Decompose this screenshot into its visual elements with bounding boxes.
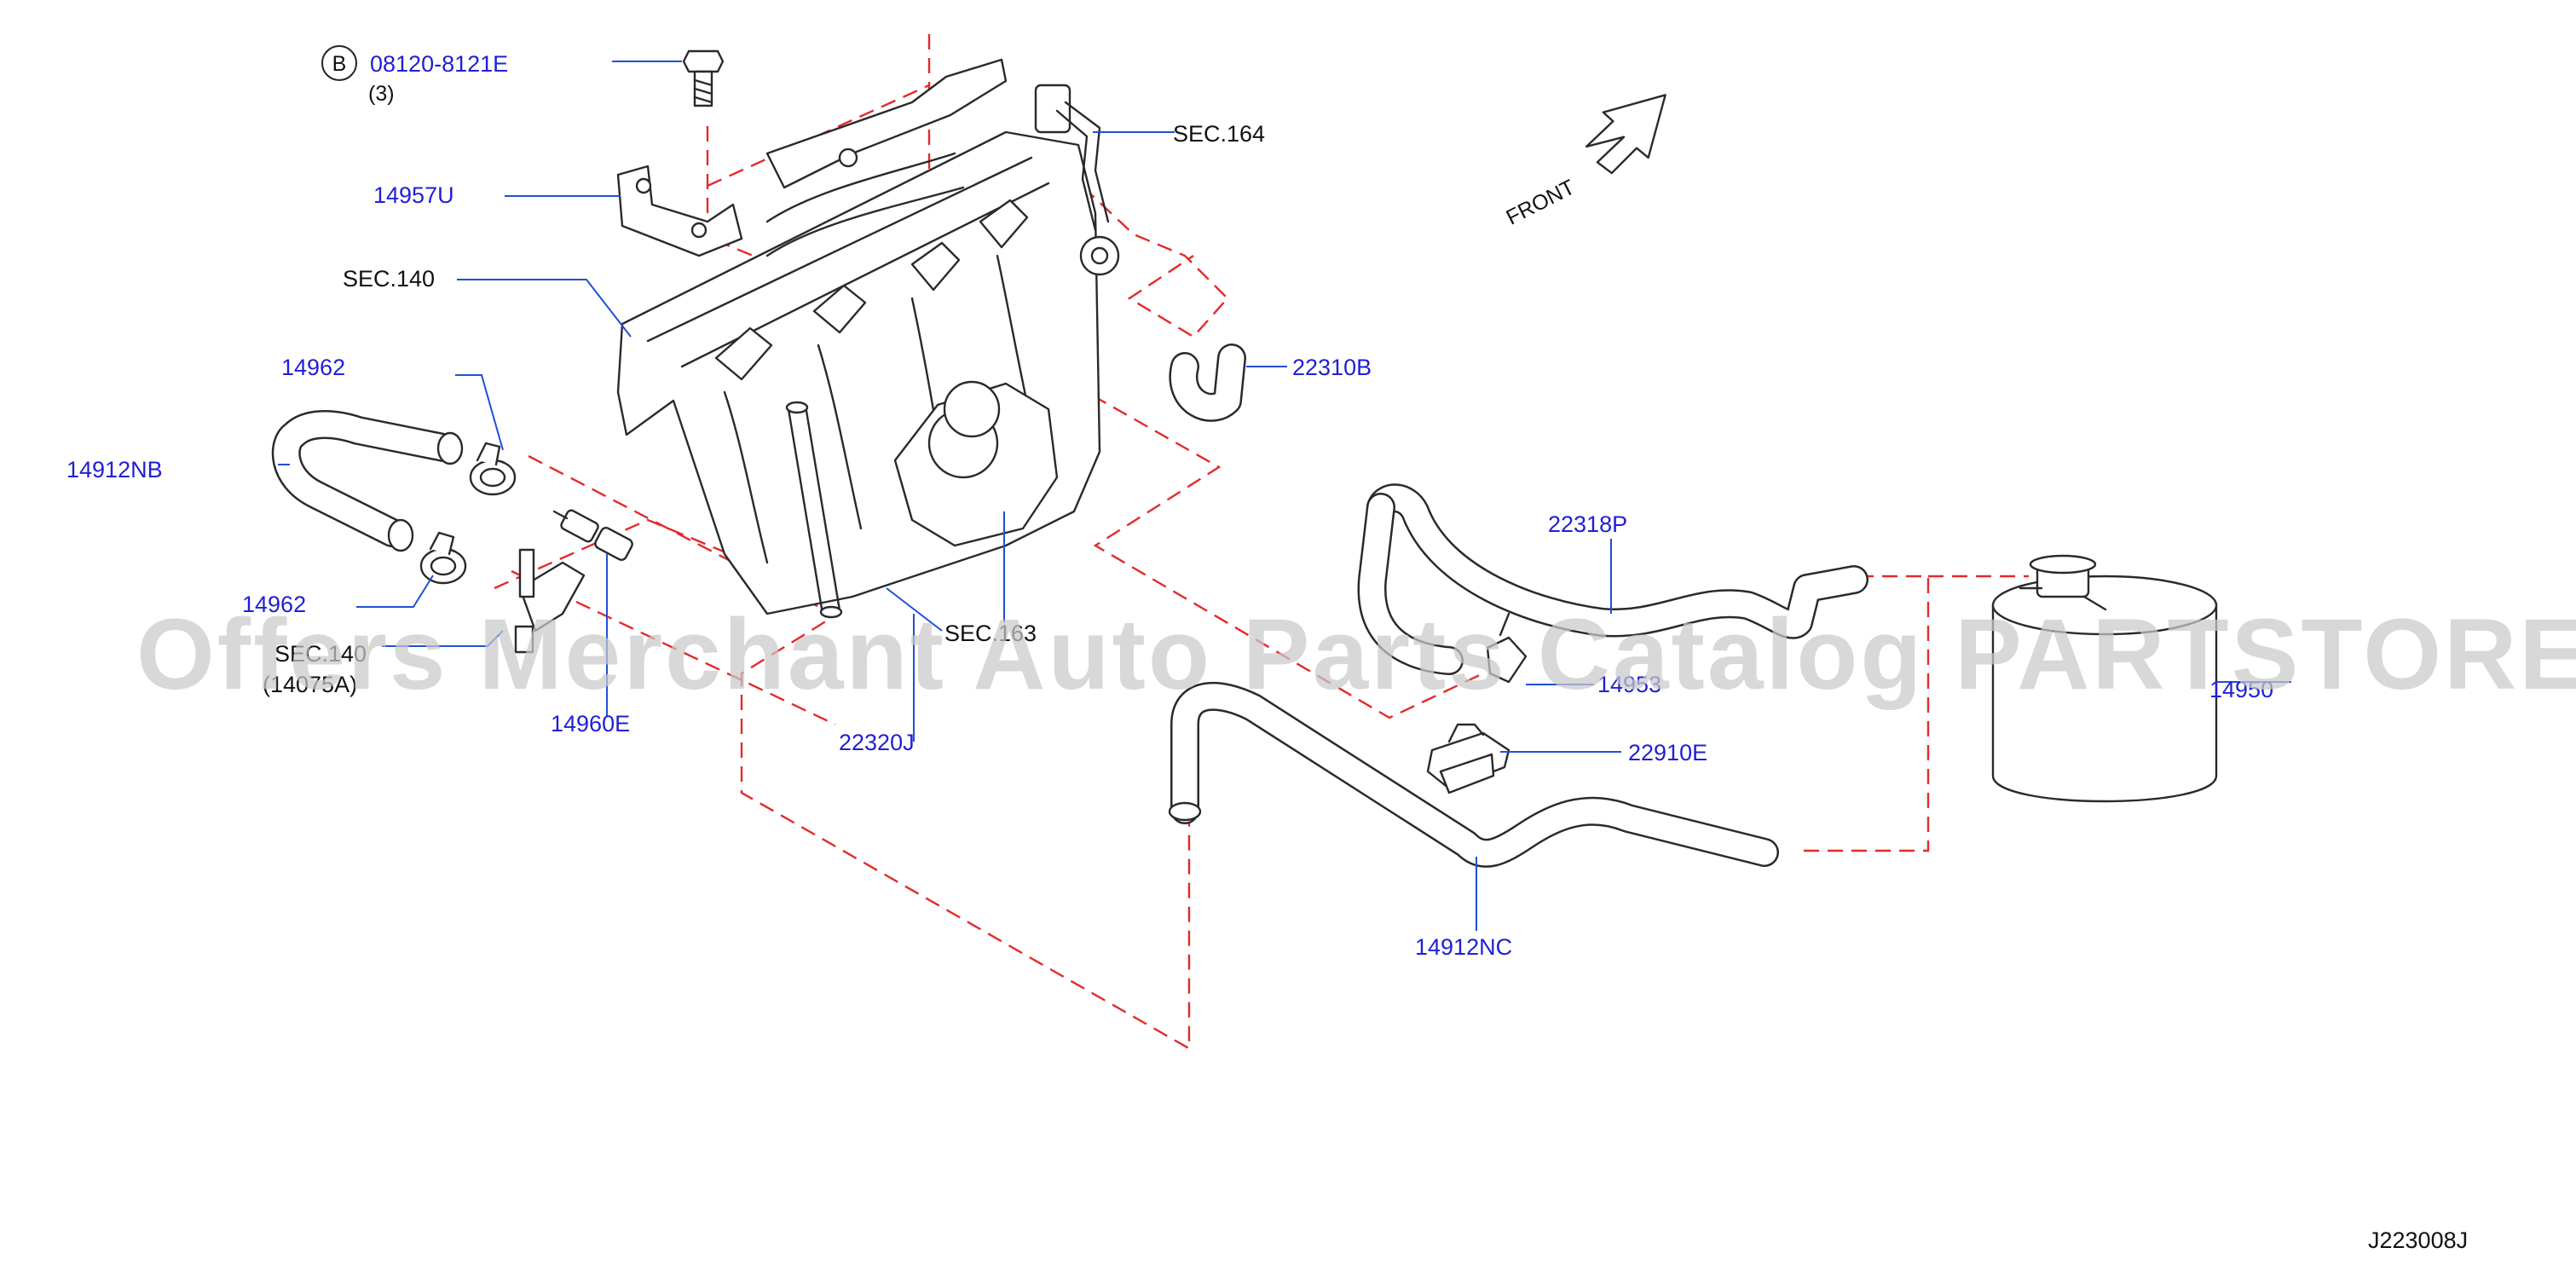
section-ref-sec164[interactable]: SEC.164	[1173, 121, 1265, 147]
section-ref-sec140-bottom-sub: (14075A)	[263, 672, 357, 697]
joint-14075A	[514, 548, 586, 654]
bolt-callout[interactable]: B 08120-8121E (3)	[321, 45, 508, 106]
clip-22910E	[1426, 723, 1510, 794]
part-label-14912NB[interactable]: 14912NB	[66, 457, 163, 482]
bolt-part	[682, 49, 725, 107]
part-label-14960E[interactable]: 14960E	[551, 711, 630, 736]
evap-canister-14950	[1991, 554, 2218, 803]
front-arrow-icon	[1585, 94, 1666, 175]
part-label-14912NC[interactable]: 14912NC	[1415, 934, 1512, 960]
part-label-14962-top[interactable]: 14962	[281, 355, 345, 380]
hose-22318P	[1357, 483, 1868, 675]
part-label-22320J[interactable]: 22320J	[839, 730, 915, 755]
bolt-quantity: (3)	[368, 82, 395, 106]
hose-14912NC	[1168, 681, 1779, 868]
section-ref-sec163[interactable]: SEC.163	[944, 621, 1037, 646]
pcv-valve-14960E	[552, 509, 633, 561]
hose-clamp-bottom	[419, 531, 467, 585]
section-ref-sec140-top[interactable]: SEC.140	[343, 266, 435, 292]
intake-manifold	[616, 58, 1101, 619]
part-label-14950[interactable]: 14950	[2209, 677, 2273, 702]
section-ref-sec140-bottom[interactable]: SEC.140	[274, 641, 367, 667]
diagram-code: J223008J	[2368, 1227, 2468, 1253]
part-label-14957U[interactable]: 14957U	[373, 182, 454, 208]
part-label-22318P[interactable]: 22318P	[1548, 511, 1627, 537]
bolt-badge-letter: B	[332, 52, 347, 76]
part-label-14962-bottom[interactable]: 14962	[242, 592, 306, 617]
hose-14912NB	[271, 410, 464, 552]
hose-clamp-top	[469, 442, 517, 496]
hose-22310B	[1169, 344, 1246, 422]
clamp-14953	[1486, 612, 1528, 684]
front-direction-label: FRONT	[1503, 176, 1579, 230]
leader-lines	[278, 61, 2291, 931]
bolt-badge-circle	[321, 45, 357, 81]
part-label-14953[interactable]: 14953	[1597, 672, 1661, 697]
sec164-valve	[1034, 84, 1120, 276]
watermark-text: Offers Merchant Auto Parts Catalog PARTS…	[136, 598, 2576, 711]
bolt-part-number[interactable]: 08120-8121E	[370, 51, 508, 77]
part-label-22310B[interactable]: 22310B	[1292, 355, 1372, 380]
part-label-22910E[interactable]: 22910E	[1628, 740, 1707, 765]
